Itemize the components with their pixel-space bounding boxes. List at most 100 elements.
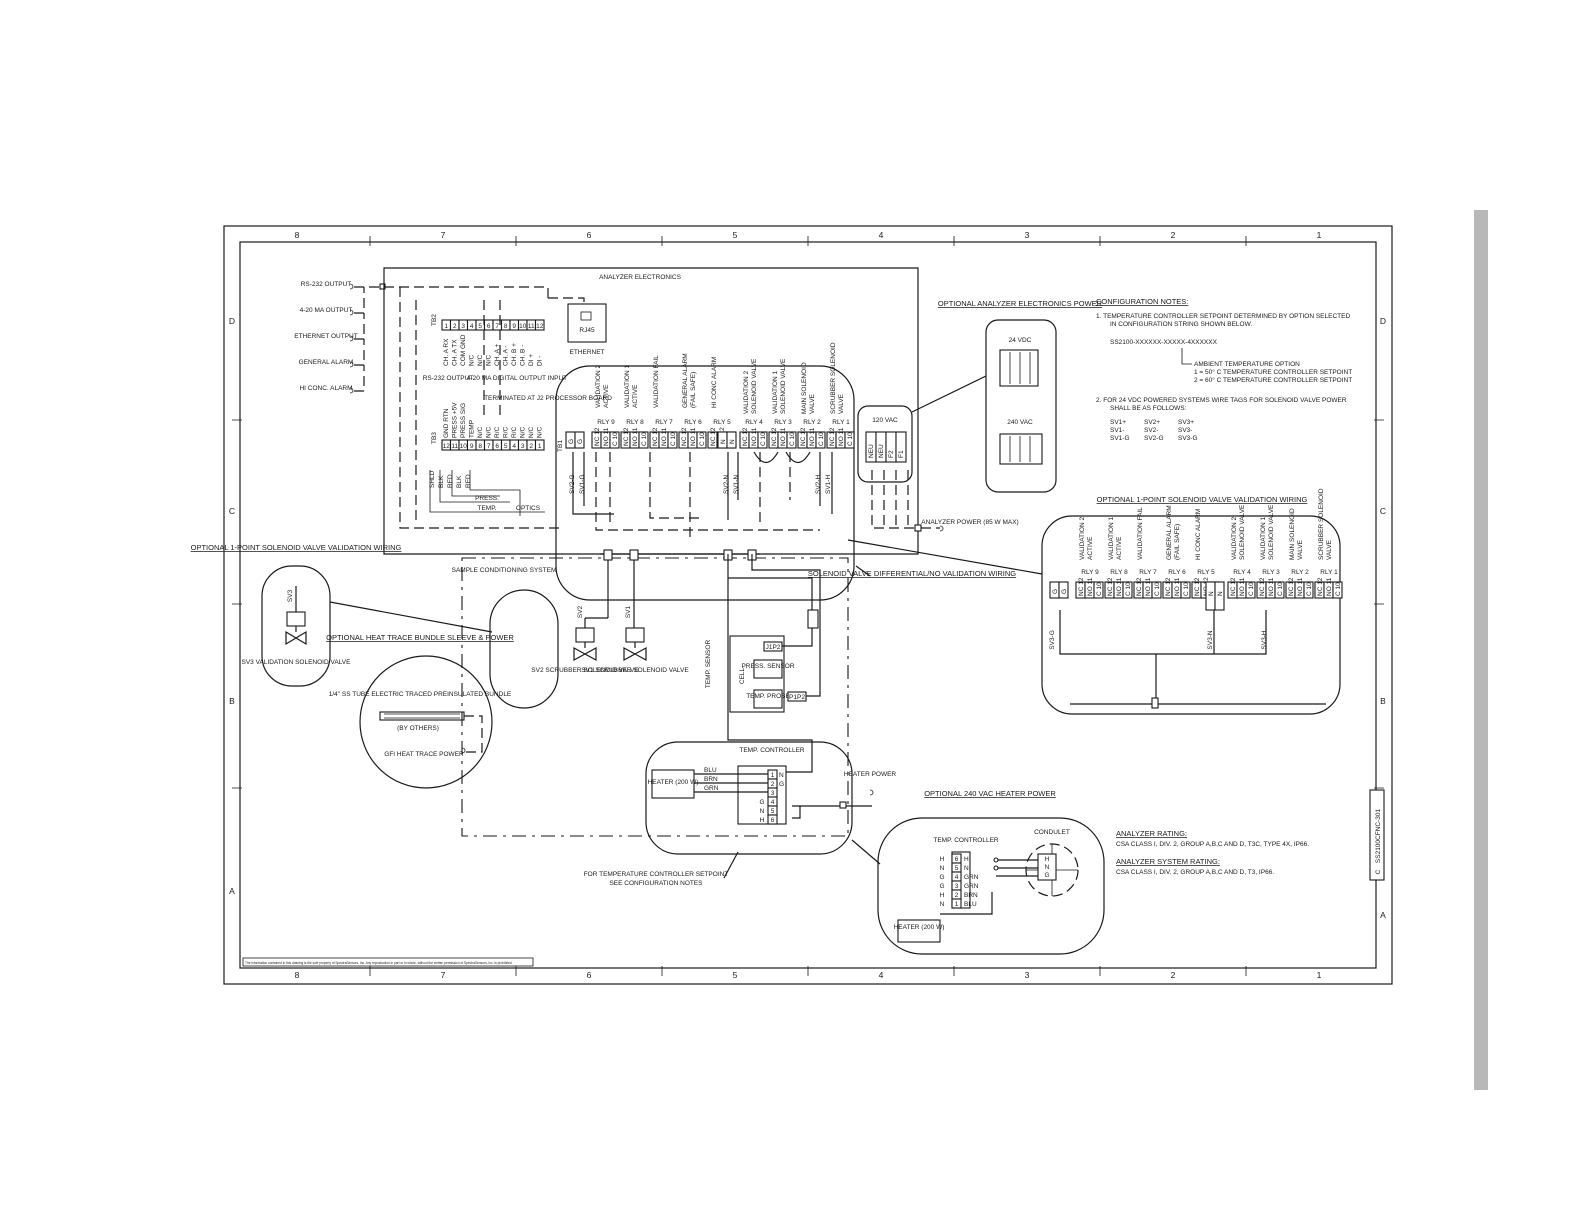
relay-header-line: VALIDATION 2 — [1231, 517, 1238, 560]
note1-line2: IN CONFIGURATION STRING SHOWN BELOW. — [1110, 321, 1252, 328]
col-label-1: 1 — [1317, 230, 1322, 240]
sv2-tag: SV2 — [577, 605, 584, 618]
condulet-label: CONDULET — [1034, 829, 1070, 836]
controller-pin-number: 4 — [771, 799, 775, 806]
tb3-terminal-number: 2 — [529, 443, 533, 450]
temp-probe-label: TEMP. PROBE — [746, 693, 790, 700]
relay-label: RLY 2 — [803, 419, 821, 426]
vertical-scrollbar[interactable] — [1474, 210, 1488, 1090]
relay-contact-label: NO 11 — [838, 427, 845, 446]
tb1-terminal — [574, 431, 585, 449]
tb3-row-label: GND RTN — [443, 408, 450, 438]
output-ethernet: ETHERNET OUTPUT — [294, 333, 357, 340]
col-label-4: 4 — [879, 230, 884, 240]
tb3-terminal-number: 12 — [443, 443, 451, 450]
wire-brn: BRN — [704, 776, 718, 783]
h240-pin-left: N — [940, 901, 945, 908]
relay-contact-label: NC 12 — [652, 427, 659, 446]
h240-pin-wire: H — [964, 856, 969, 863]
system-rating-title: ANALYZER SYSTEM RATING: — [1116, 857, 1220, 866]
temp-sensor-label: TEMP. SENSOR — [705, 640, 712, 689]
condulet-n: N — [1045, 864, 1050, 871]
neutral-terminal-label: N — [729, 439, 736, 444]
relay-header-line: (FAIL SAFE) — [1174, 524, 1181, 560]
tb3-row-label: R/C — [511, 427, 518, 439]
h240-pin-wire: BLU — [964, 901, 977, 908]
wire-tag: SV2+ — [1144, 419, 1160, 426]
tb2-terminal-number: 10 — [519, 323, 527, 330]
relay-header-line: SOLENOID VALVE — [1268, 504, 1275, 560]
row-labels: D C B A D C B A — [229, 316, 1386, 920]
relay-contact — [609, 431, 620, 449]
wire-tag: SV2-G — [1144, 435, 1164, 442]
relay-contact-label: NO 11 — [1145, 577, 1152, 596]
relay-label: RLY 4 — [745, 419, 763, 426]
wire-tag: SV1- — [1110, 427, 1124, 434]
relay-header-line: SCRUBBER SOLENOID — [830, 342, 837, 414]
row-label-c: C — [229, 506, 235, 516]
relay-contact-label: C 10 — [1125, 582, 1132, 596]
relay-label: RLY 2 — [1291, 569, 1309, 576]
row-label-d: D — [229, 316, 235, 326]
relay-contact-label: NO 11 — [751, 427, 758, 446]
relay-header-line: (FAIL SAFE) — [690, 372, 697, 408]
heater-240-title: OPTIONAL 240 VAC HEATER POWER — [924, 789, 1056, 798]
tb2-row-label: CH. A + — [494, 344, 501, 366]
configuration-notes: CONFIGURATION NOTES: 1. TEMPERATURE CONT… — [1096, 297, 1352, 442]
sv3-h-wire: SV3-H — [1261, 630, 1268, 649]
tb3-wire-label: BLK — [438, 475, 445, 488]
tb2-row-label: CH. B + — [511, 343, 518, 366]
relay-header-line: GENERAL ALARM — [1166, 505, 1173, 560]
relay-contact-label: NC 12 — [1136, 577, 1143, 596]
output-hi-conc-alarm: HI CONC. ALARM — [299, 385, 352, 392]
relay-contact-label: NO 11 — [1268, 577, 1275, 596]
tb2-row-label: DI + — [528, 354, 535, 366]
relay-contact — [667, 431, 678, 449]
relay-header-line: VALIDATION 1 — [1108, 517, 1115, 560]
tb2-row-label: DI - — [537, 356, 544, 366]
tb1-wire-label: SV2-N — [723, 475, 730, 494]
tb2-row-label: CH. A - — [503, 345, 510, 366]
power-terminal-label: NEU — [878, 444, 885, 458]
ambient-title: AMBIENT TEMPERATURE OPTION — [1194, 361, 1300, 368]
column-labels-bottom: 8 7 6 5 4 3 2 1 — [295, 970, 1322, 980]
revision-letter: C — [1375, 869, 1382, 874]
relay-contact-label: C 10 — [1183, 582, 1190, 596]
tb2-terminal-number: 5 — [478, 323, 482, 330]
h240-pin — [951, 898, 962, 909]
note2-line2: SHALL BE AS FOLLOWS: — [1110, 405, 1187, 412]
h240-pin-left: G — [939, 874, 944, 881]
setpoint-note-1: FOR TEMPERATURE CONTROLLER SETPOINT — [584, 871, 729, 878]
relay-label: RLY 9 — [1081, 569, 1099, 576]
relay-contact-label: NC 12 — [800, 427, 807, 446]
temp-label: TEMP. — [477, 505, 496, 512]
vac-240-label: 240 VAC — [1007, 419, 1033, 426]
relay-contact-label: C 10 — [818, 432, 825, 446]
tb3-terminal-number: 9 — [470, 443, 474, 450]
tb3-terminal-number: 1 — [538, 443, 542, 450]
controller-pin-number: 2 — [771, 781, 775, 788]
relay-label: RLY 5 — [713, 419, 731, 426]
col-label-8: 8 — [295, 230, 300, 240]
col-label-3: 3 — [1025, 230, 1030, 240]
relay-header-line: HI CONC ALARM — [711, 357, 718, 408]
tb3-row-label: TEMP — [469, 420, 476, 438]
relay-contact-label: NC 12 — [1078, 577, 1085, 596]
notes-title: CONFIGURATION NOTES: — [1096, 297, 1188, 306]
heater-box — [651, 769, 695, 799]
relay-header-line: VALVE — [809, 393, 816, 414]
relay-header-line: MAIN SOLENOID — [1289, 508, 1296, 560]
note1-line1: 1. TEMPERATURE CONTROLLER SETPOINT DETER… — [1096, 313, 1350, 320]
relay-contact — [696, 431, 707, 449]
tb2-row-label: N/C — [477, 355, 484, 367]
neutral-terminal-label: N — [1217, 591, 1224, 596]
sv3-callout: OPTIONAL 1-POINT SOLENOID VALVE VALIDATI… — [191, 543, 493, 687]
wire-tag: SV1-G — [1110, 435, 1130, 442]
power-terminal-label: F1 — [898, 450, 905, 458]
relay-header-line: ACTIVE — [603, 384, 610, 408]
tb3-terminal-number: 10 — [460, 443, 468, 450]
relay-contact — [757, 431, 768, 449]
